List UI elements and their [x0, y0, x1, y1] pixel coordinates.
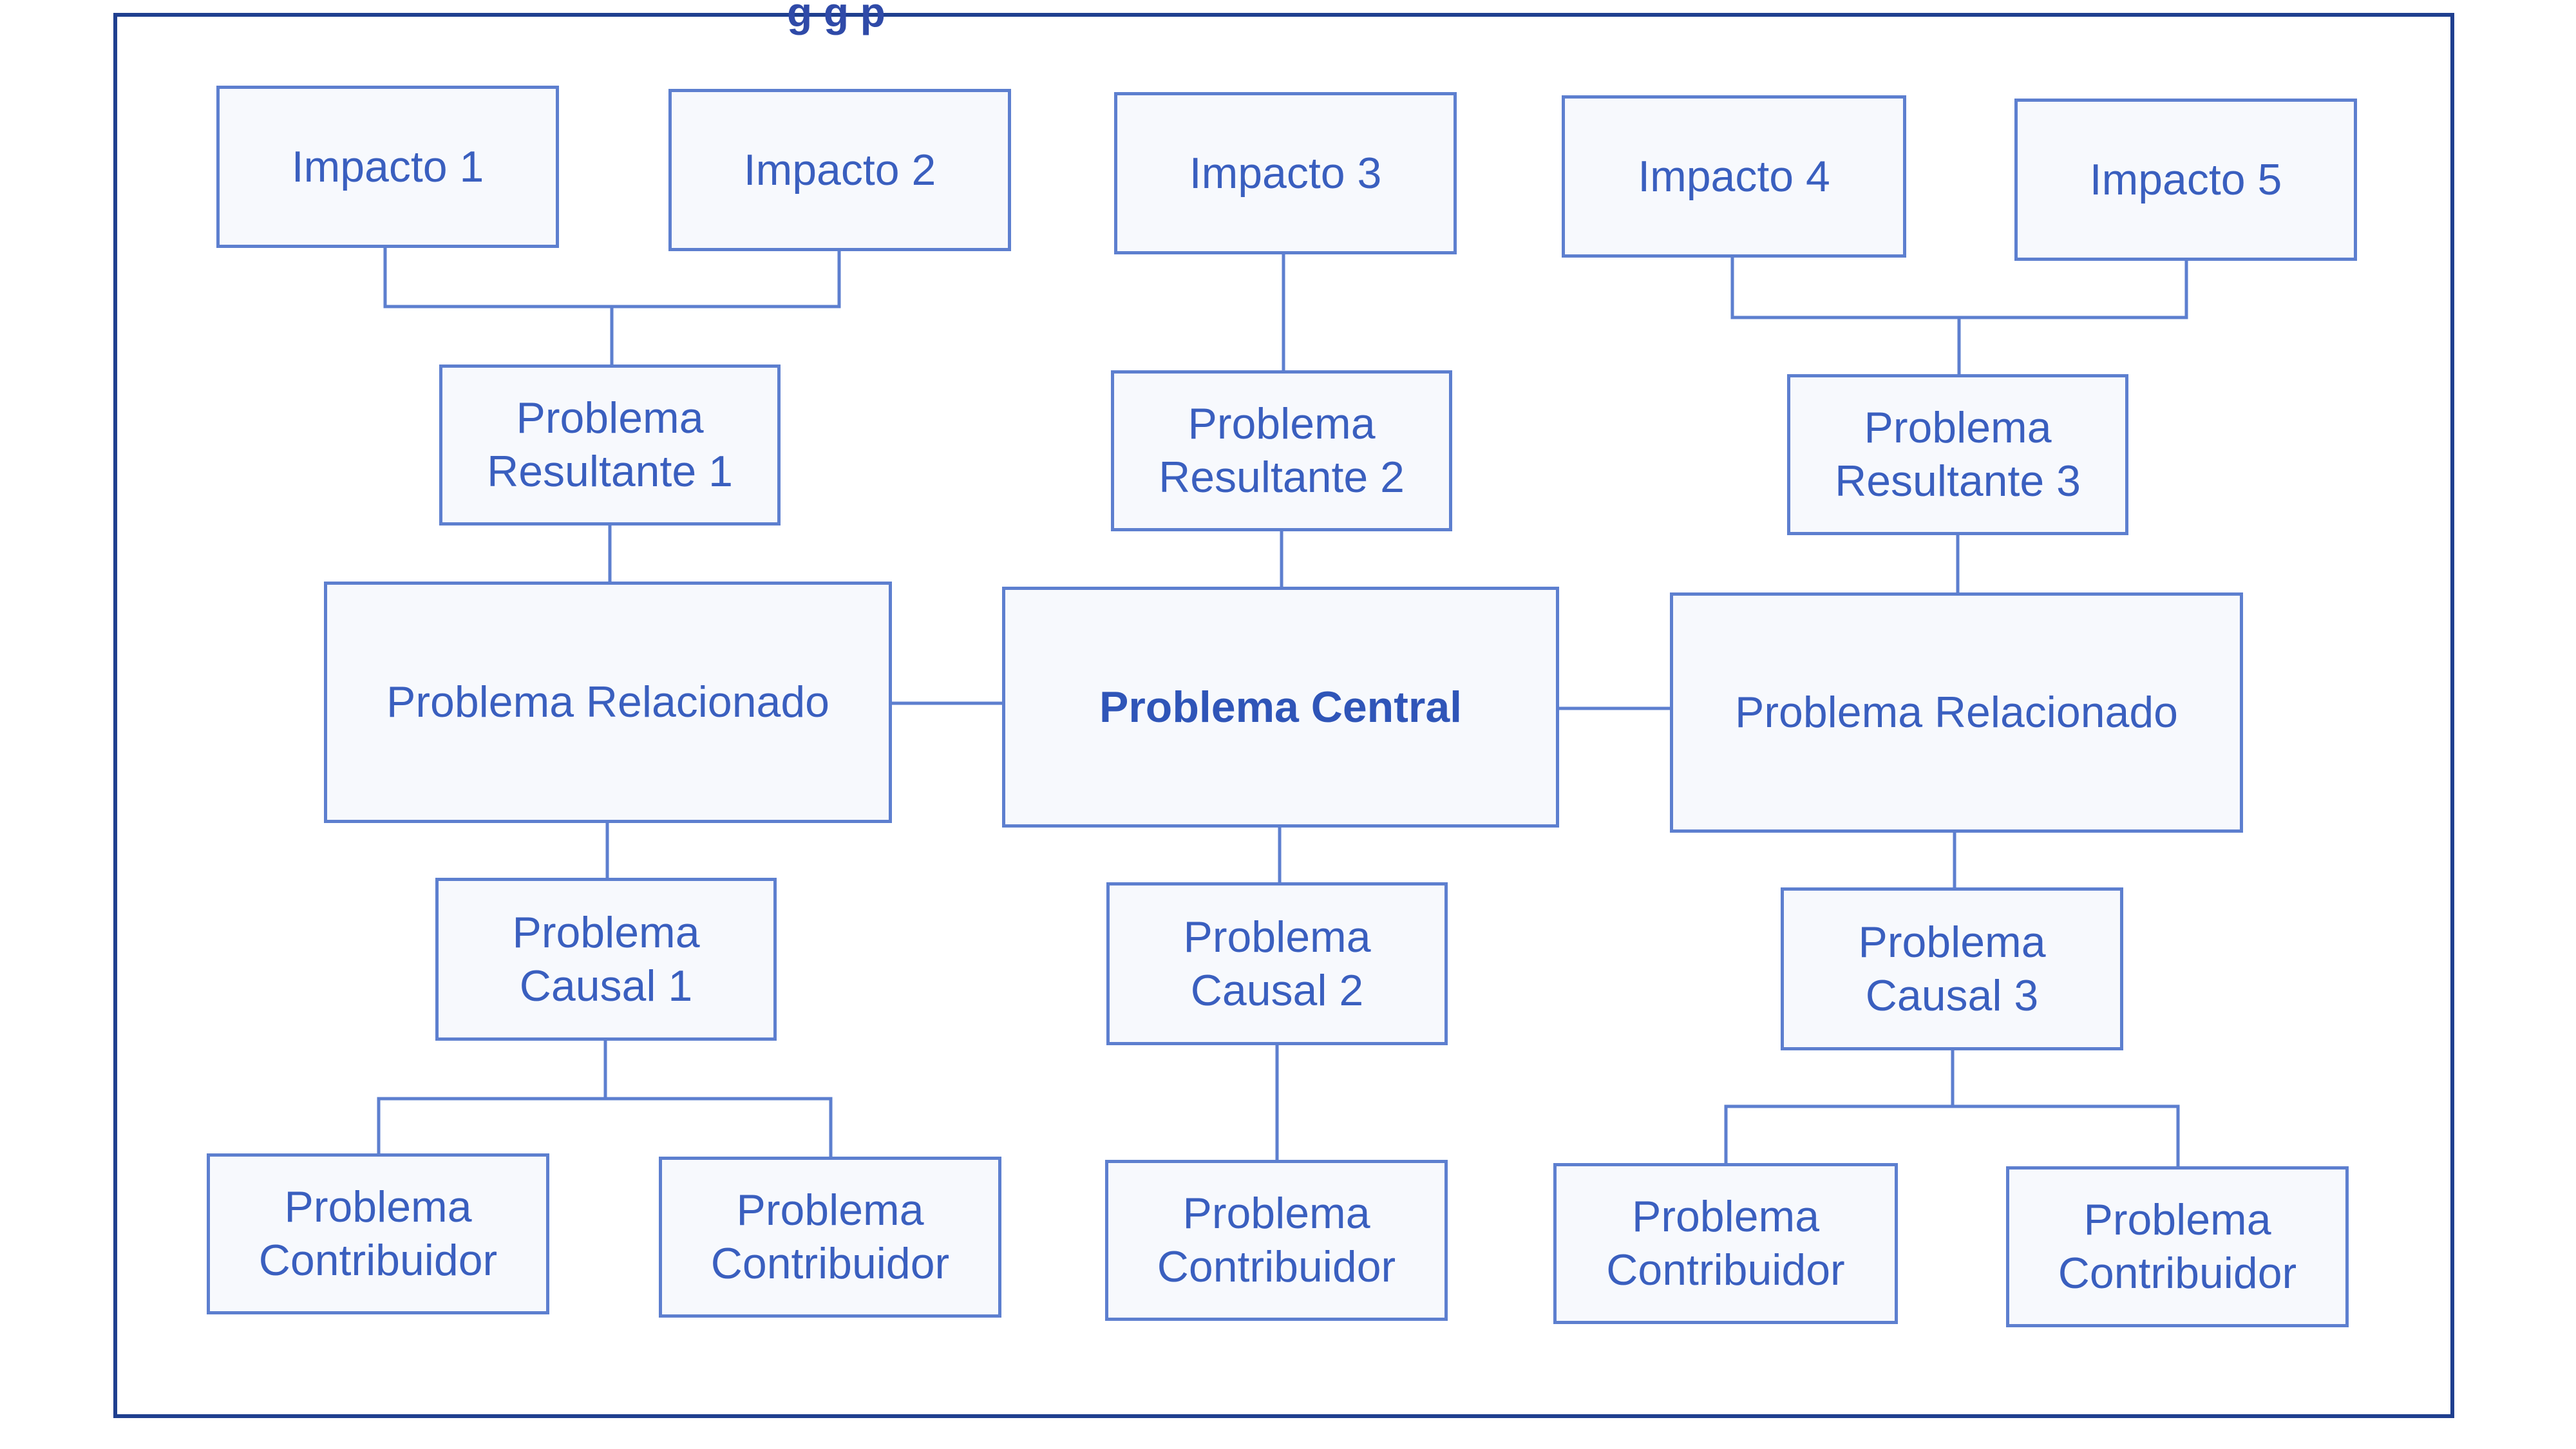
connector-contrib-4-5 [1724, 1104, 2180, 1168]
contributing-problem-2-box: Problema Contribuidor [659, 1157, 1001, 1318]
impact-5-label: Impacto 5 [2089, 155, 2282, 204]
connector-impact4-5 [1730, 256, 2188, 319]
central-problem-label: Problema Central [1099, 682, 1463, 732]
causal-problem-3-box: Problema Causal 3 [1781, 887, 2123, 1050]
connector-contrib-1-2 [377, 1097, 833, 1158]
resultant-problem-1-box: Problema Resultante 1 [439, 365, 781, 526]
causal-problem-2-box: Problema Causal 2 [1106, 882, 1448, 1045]
impact-5-box: Impacto 5 [2014, 99, 2357, 261]
impact-3-box: Impacto 3 [1114, 92, 1457, 254]
resultant-problem-2-box: Problema Resultante 2 [1111, 370, 1452, 531]
contributing-problem-5-box: Problema Contribuidor [2006, 1166, 2349, 1327]
contributing-problem-1-label: Problema Contribuidor [258, 1182, 498, 1285]
resultant-problem-2-label: Problema Resultante 2 [1159, 399, 1405, 502]
related-problem-right-label: Problema Relacionado [1735, 688, 2178, 737]
resultant-problem-3-box: Problema Resultante 3 [1787, 374, 2128, 535]
causal-problem-1-label: Problema Causal 1 [512, 907, 700, 1010]
central-problem-box: Problema Central [1002, 587, 1559, 828]
contributing-problem-1-box: Problema Contribuidor [207, 1153, 549, 1314]
impact-1-label: Impacto 1 [291, 142, 484, 191]
resultant-problem-1-label: Problema Resultante 1 [487, 393, 733, 496]
causal-problem-1-box: Problema Causal 1 [435, 878, 777, 1041]
contributing-problem-4-box: Problema Contribuidor [1553, 1163, 1898, 1324]
contributing-problem-3-box: Problema Contribuidor [1105, 1160, 1448, 1321]
contributing-problem-4-label: Problema Contribuidor [1606, 1192, 1845, 1294]
contributing-problem-2-label: Problema Contribuidor [710, 1186, 950, 1288]
impact-1-box: Impacto 1 [216, 86, 559, 248]
resultant-problem-3-label: Problema Resultante 3 [1835, 403, 2081, 506]
causal-problem-3-label: Problema Causal 3 [1858, 917, 2046, 1020]
cropped-title: g g p [787, 0, 886, 35]
related-problem-left-label: Problema Relacionado [386, 677, 829, 727]
impact-4-label: Impacto 4 [1638, 151, 1830, 201]
causal-problem-2-label: Problema Causal 2 [1183, 912, 1371, 1015]
impact-2-box: Impacto 2 [668, 89, 1011, 251]
impact-2-label: Impacto 2 [743, 145, 936, 194]
contributing-problem-3-label: Problema Contribuidor [1157, 1189, 1396, 1291]
related-problem-left-box: Problema Relacionado [324, 582, 892, 823]
contributing-problem-5-label: Problema Contribuidor [2058, 1195, 2297, 1298]
connector-impact1-2 [383, 247, 841, 308]
related-problem-right-box: Problema Relacionado [1670, 592, 2243, 833]
impact-3-label: Impacto 3 [1189, 148, 1382, 198]
impact-4-box: Impacto 4 [1562, 95, 1906, 258]
